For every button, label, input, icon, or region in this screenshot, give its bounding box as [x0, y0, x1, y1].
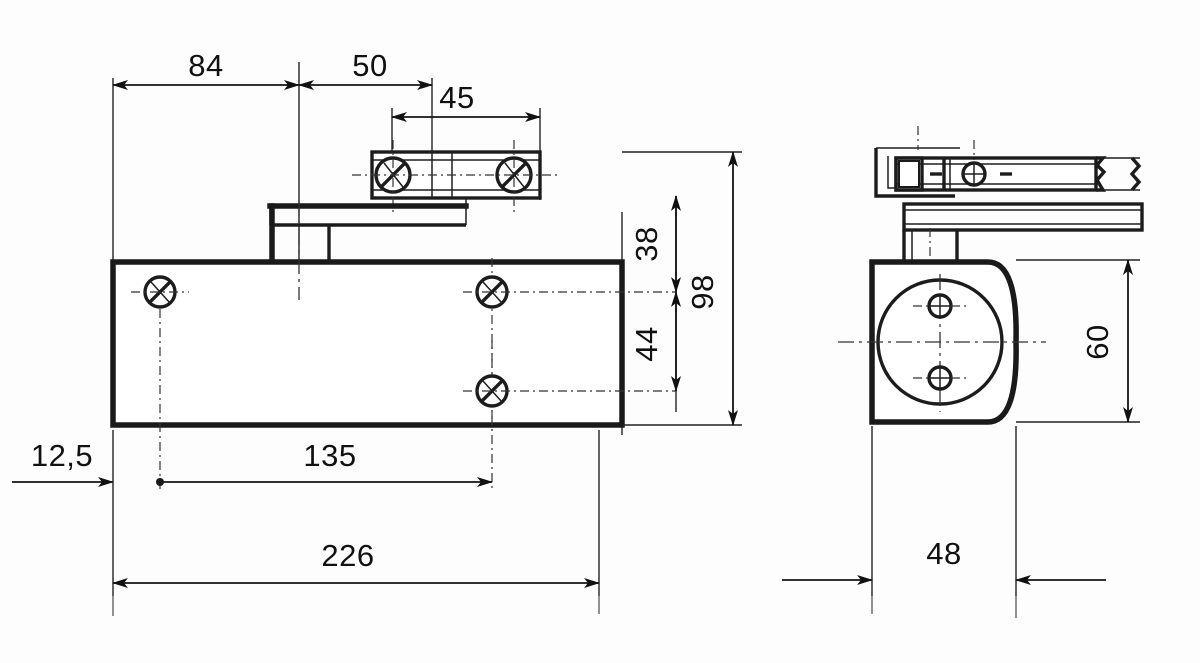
dimension-84: 84: [112, 48, 300, 90]
dimension-38: 38: [629, 195, 681, 293]
dimension-44-label: 44: [629, 326, 664, 361]
dimension-44: 44: [629, 291, 681, 392]
arm-linkage-assembly: [352, 140, 560, 212]
front-view-center-lines: [159, 200, 493, 490]
dimension-60: 60: [1016, 259, 1140, 423]
dimension-48-label: 48: [926, 536, 961, 571]
mounting-hole-upper-right: [463, 275, 676, 309]
dimension-45-label: 45: [439, 80, 474, 115]
side-view: 60 48: [782, 126, 1144, 596]
scan-edge-marks: [112, 596, 1017, 618]
side-screw-lower: [913, 365, 968, 391]
dimension-84-label: 84: [188, 48, 223, 83]
dimension-135: 135: [156, 438, 493, 487]
side-arm-assembly: [874, 126, 1142, 198]
dimension-12-5-label: 12,5: [31, 438, 93, 473]
dimension-135-label: 135: [303, 438, 356, 473]
side-slide-rail: [902, 202, 1144, 232]
dimension-48: 48: [782, 426, 1106, 596]
dimension-12-5: 12,5: [12, 438, 114, 487]
dimension-50-label: 50: [352, 48, 387, 83]
dimension-98-label: 98: [685, 274, 720, 309]
dimension-226-label: 226: [321, 538, 374, 573]
dimension-50: 50: [298, 48, 433, 90]
mounting-hole-lower-right: [463, 374, 676, 408]
side-arm-pivot-screw: [961, 161, 987, 187]
dimension-60-label: 60: [1080, 324, 1115, 359]
dimension-226: 226: [112, 430, 600, 596]
main-body-outline: [110, 259, 625, 428]
arm-screw-right: [495, 156, 533, 194]
dimension-45: 45: [391, 80, 541, 122]
front-view: 84 50 45: [12, 48, 742, 596]
dimension-98: 98: [622, 151, 742, 426]
dimension-38-label: 38: [629, 226, 664, 261]
mounting-bracket: [267, 198, 469, 267]
mounting-hole-left: [131, 275, 189, 309]
side-screw-upper: [913, 293, 968, 319]
